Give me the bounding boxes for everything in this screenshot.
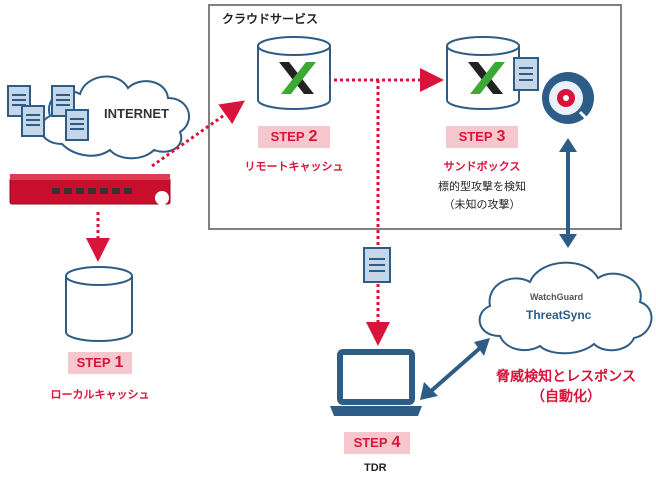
threatsync-label: ThreatSync	[526, 308, 592, 322]
documents-stack-icon	[7, 85, 89, 141]
step-4-number: 4	[391, 434, 401, 451]
response-label-line1: 脅威検知とレスポンス	[496, 369, 636, 385]
step-2-prefix: STEP	[270, 129, 305, 144]
local-cache-database-icon	[65, 266, 133, 342]
step-1-prefix: STEP	[76, 355, 111, 370]
firebox-appliance-icon	[9, 174, 171, 205]
internet-label: INTERNET	[104, 106, 169, 121]
magnifier-biohazard-icon	[542, 72, 594, 124]
threatsync-cloud-icon	[478, 261, 653, 355]
cloud-service-title: クラウドサービス	[222, 12, 319, 26]
step-4-prefix: STEP	[353, 435, 388, 450]
branch-document-icon	[363, 247, 391, 283]
bidirectional-arrow-icon	[559, 138, 577, 248]
watchguard-logo: WatchGuard	[530, 292, 584, 302]
bidirectional-arrow-laptop-icon	[420, 338, 490, 400]
remote-cache-database-icon	[257, 36, 331, 110]
response-label-line2: （自動化）	[531, 389, 601, 405]
step-2-label: リモートキャッシュ	[244, 160, 344, 173]
step-3-prefix: STEP	[458, 129, 493, 144]
step-3-label: サンドボックス	[443, 160, 521, 173]
sandbox-document-icon	[513, 57, 539, 91]
step-1-label: ローカルキャッシュ	[50, 388, 150, 401]
step-3-desc-line1: 標的型攻撃を検知	[438, 180, 526, 193]
step-3-number: 3	[496, 128, 506, 145]
step-2-number: 2	[308, 128, 318, 145]
step-1-number: 1	[114, 354, 124, 371]
sandbox-database-icon	[446, 36, 520, 110]
step-4-label: TDR	[364, 462, 387, 474]
laptop-icon	[330, 349, 422, 416]
step-3-desc-line2: （未知の攻撃）	[443, 198, 521, 211]
